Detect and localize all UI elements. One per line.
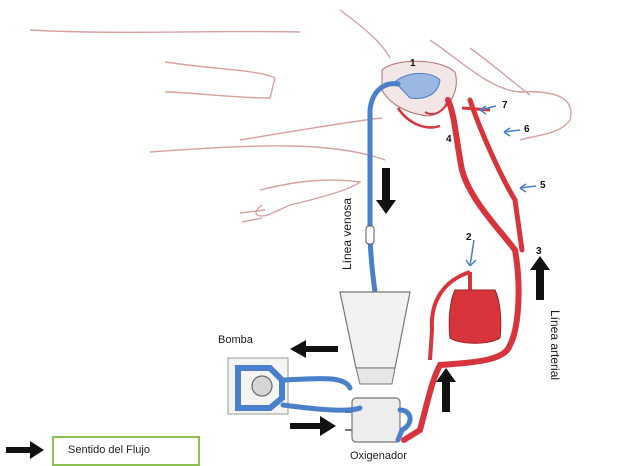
arterial-filter-reservoir — [449, 290, 501, 343]
arterial-line-label: Línea arterial — [548, 310, 562, 380]
oxygenator-label: Oxigenador — [350, 450, 407, 462]
venous-reservoir — [340, 292, 410, 384]
marker-2: 2 — [466, 232, 472, 243]
roller-pump — [228, 358, 288, 414]
flow-arrow-down — [376, 168, 396, 214]
marker-4: 4 — [446, 134, 452, 145]
marker-3: 3 — [536, 246, 542, 257]
marker-7: 7 — [502, 100, 508, 111]
marker-5: 5 — [540, 180, 546, 191]
pump-label: Bomba — [218, 334, 253, 346]
flow-arrow-up — [530, 256, 550, 300]
marker-1: 1 — [410, 58, 416, 69]
marker-6: 6 — [524, 124, 530, 135]
heart — [382, 61, 456, 127]
venous-line-label: Línea venosa — [340, 198, 354, 270]
legend-label: Sentido del Flujo — [68, 444, 150, 456]
oxygenator — [345, 398, 400, 442]
arterial-line — [404, 100, 519, 440]
patient-body-outline — [30, 10, 571, 222]
flow-arrow-left — [290, 340, 338, 358]
flow-arrow-up — [436, 368, 456, 412]
flow-arrow-right — [290, 416, 336, 436]
legend-arrow-icon — [6, 441, 44, 459]
legend-box: Sentido del Flujo — [52, 436, 200, 466]
venous-line-clamp — [366, 226, 374, 244]
